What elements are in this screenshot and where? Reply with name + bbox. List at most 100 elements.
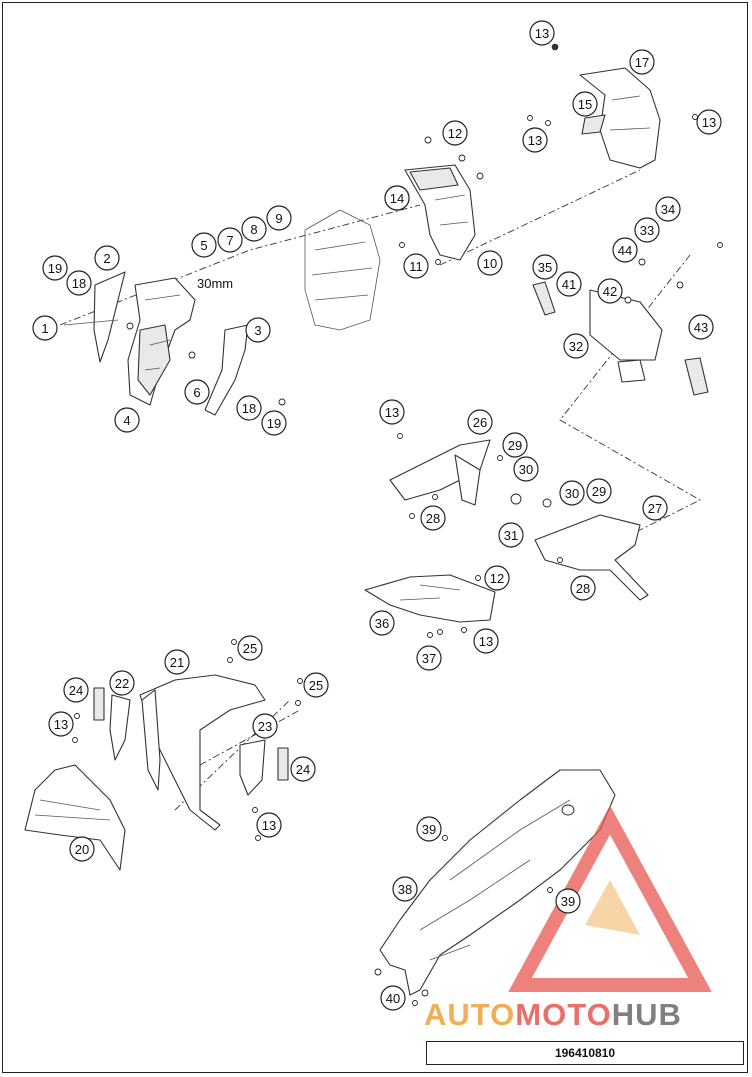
callout-24: 24 — [290, 756, 316, 782]
callout-41: 41 — [556, 271, 582, 297]
callout-25: 25 — [303, 672, 329, 698]
callout-26: 26 — [467, 409, 493, 435]
callout-38: 38 — [392, 876, 418, 902]
callout-circle — [416, 645, 442, 671]
callout-layer: 1234567891011121213131313131313131415171… — [32, 20, 722, 1011]
callout-31: 31 — [498, 522, 524, 548]
callout-label: 20 — [75, 842, 89, 857]
callout-circle — [629, 49, 655, 75]
callout-circle — [63, 677, 89, 703]
callout-circle — [384, 185, 410, 211]
callout-44: 44 — [612, 237, 638, 263]
callout-label: 19 — [267, 416, 281, 431]
callout-label: 13 — [54, 717, 68, 732]
callout-24: 24 — [63, 677, 89, 703]
callout-circle — [236, 395, 262, 421]
headlight-bracket — [399, 136, 484, 265]
callout-label: 5 — [200, 238, 207, 253]
callout-circle — [237, 635, 263, 661]
callout-circle — [586, 478, 612, 504]
callout-13: 13 — [256, 812, 282, 838]
callout-10: 10 — [477, 250, 503, 276]
callout-4: 4 — [114, 407, 140, 433]
callout-6: 6 — [184, 379, 210, 405]
callout-circle — [256, 812, 282, 838]
callout-39: 39 — [555, 888, 581, 914]
rear-cover — [364, 574, 496, 638]
callout-label: 28 — [426, 511, 440, 526]
callout-circle — [473, 628, 499, 654]
callout-21: 21 — [164, 649, 190, 675]
callout-circle — [290, 756, 316, 782]
callout-label: 18 — [72, 276, 86, 291]
callout-circle — [416, 816, 442, 842]
callout-8: 8 — [241, 216, 267, 242]
callout-20: 20 — [69, 836, 95, 862]
callout-label: 6 — [193, 385, 200, 400]
callout-36: 36 — [369, 610, 395, 636]
callout-13: 13 — [529, 20, 555, 46]
callout-13: 13 — [473, 628, 499, 654]
callout-25: 25 — [237, 635, 263, 661]
callout-42: 42 — [597, 278, 623, 304]
callout-label: 26 — [473, 415, 487, 430]
callout-circle — [252, 713, 278, 739]
callout-label: 41 — [562, 277, 576, 292]
callout-13: 13 — [522, 127, 548, 153]
callout-label: 42 — [603, 284, 617, 299]
callout-30: 30 — [559, 480, 585, 506]
callout-circle — [32, 315, 58, 341]
callout-label: 11 — [409, 259, 423, 274]
callout-circle — [570, 575, 596, 601]
callout-circle — [477, 250, 503, 276]
callout-circle — [303, 672, 329, 698]
callout-circle — [48, 711, 74, 737]
callout-label: 13 — [528, 133, 542, 148]
instrument-bracket — [527, 43, 698, 169]
dimension-label: 30mm — [197, 276, 233, 291]
callout-11: 11 — [403, 253, 429, 279]
footrest-brackets — [389, 433, 649, 601]
callout-23: 23 — [252, 713, 278, 739]
callout-circle — [69, 836, 95, 862]
callout-circle — [184, 379, 210, 405]
watermark-part-3: HUB — [611, 997, 682, 1032]
callout-circle — [245, 317, 271, 343]
callout-22: 22 — [109, 670, 135, 696]
callout-circle — [655, 196, 681, 222]
callout-circle — [522, 127, 548, 153]
callout-circle — [642, 495, 668, 521]
callout-13: 13 — [48, 711, 74, 737]
callout-1: 1 — [32, 315, 58, 341]
callout-33: 33 — [634, 217, 660, 243]
callout-circle — [484, 565, 510, 591]
callout-label: 31 — [504, 528, 518, 543]
callout-label: 28 — [576, 581, 590, 596]
callout-circle — [442, 120, 468, 146]
callout-label: 30 — [519, 462, 533, 477]
callout-label: 7 — [226, 233, 233, 248]
callout-label: 1 — [41, 321, 48, 336]
callout-29: 29 — [502, 432, 528, 458]
callout-label: 22 — [115, 676, 129, 691]
callout-13: 13 — [379, 399, 405, 425]
callout-label: 44 — [618, 243, 632, 258]
front-fender-group — [24, 639, 303, 871]
callout-39: 39 — [416, 816, 442, 842]
callout-circle — [379, 399, 405, 425]
callout-circle — [369, 610, 395, 636]
callout-label: 13 — [535, 26, 549, 41]
callout-27: 27 — [642, 495, 668, 521]
callout-circle — [555, 888, 581, 914]
callout-circle — [66, 270, 92, 296]
callout-label: 37 — [422, 651, 436, 666]
callout-label: 24 — [69, 683, 83, 698]
callout-label: 34 — [661, 202, 675, 217]
callout-label: 9 — [275, 211, 282, 226]
callout-circle — [217, 227, 243, 253]
callout-circle — [559, 480, 585, 506]
callout-circle — [114, 407, 140, 433]
callout-circle — [612, 237, 638, 263]
callout-label: 4 — [123, 413, 130, 428]
document-number: 196410810 — [426, 1041, 744, 1065]
